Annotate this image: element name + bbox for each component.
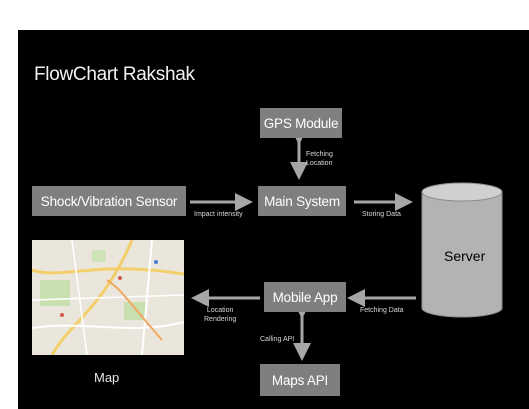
- fetching-location-label: Fetching Location: [306, 151, 333, 167]
- main-system-node: Main System: [258, 186, 346, 216]
- mobile-app-node: Mobile App: [264, 282, 346, 312]
- flowchart-slide: FlowChart Rakshak GPS Module Shock/Vibra…: [18, 30, 529, 409]
- connectors-layer: [190, 127, 503, 361]
- maps-api-node: Maps API: [260, 364, 340, 396]
- map-image: [32, 240, 184, 355]
- fetching-data-label: Fetching Data: [360, 307, 404, 314]
- calling-api-label: Calling API: [260, 336, 295, 343]
- location-rendering-label: Location Rendering: [204, 307, 237, 323]
- server-cylinder: [421, 182, 503, 318]
- map-label: Map: [94, 370, 120, 385]
- shock-vibration-sensor-node: Shock/Vibration Sensor: [32, 186, 186, 216]
- server-label: Server: [444, 248, 486, 264]
- storing-data-label: Storing Data: [362, 211, 401, 218]
- gps-module-node: GPS Module: [260, 108, 342, 138]
- map-illustration: [32, 240, 184, 355]
- impact-intensity-label: Impact intensity: [194, 211, 243, 218]
- page-title: FlowChart Rakshak: [34, 64, 195, 85]
